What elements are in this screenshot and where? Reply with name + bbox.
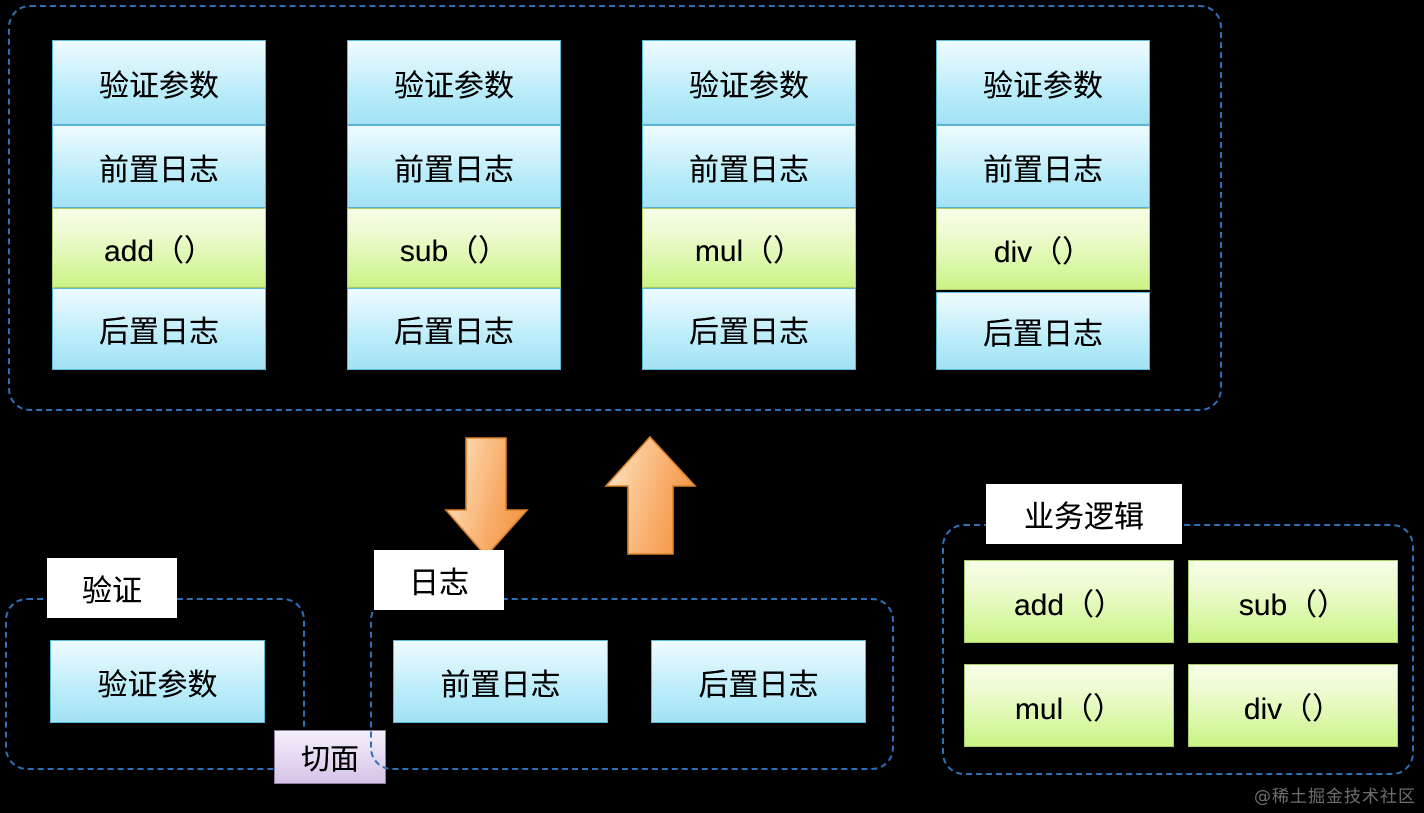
weave-cell-c2-r4: 后置日志: [347, 288, 561, 370]
weave-cell-c3-r4: 后置日志: [642, 288, 856, 370]
weave-cell-c4-r2: 前置日志: [936, 125, 1150, 208]
weave-cell-c4-r4: 后置日志: [936, 292, 1150, 370]
business-item-3: div（）: [1188, 664, 1398, 747]
weave-cell-c4-r3: div（）: [936, 208, 1150, 290]
weave-cell-c2-r2: 前置日志: [347, 125, 561, 208]
weave-cell-c2-r1: 验证参数: [347, 40, 561, 125]
log-item-1: 后置日志: [651, 640, 866, 723]
weave-cell-c4-r1: 验证参数: [936, 40, 1150, 125]
log-group: [370, 598, 894, 770]
validate-group-label: 验证: [47, 558, 177, 618]
validate-item-0: 验证参数: [50, 640, 265, 723]
business-item-2: mul（）: [964, 664, 1174, 747]
log-item-0: 前置日志: [393, 640, 608, 723]
weave-cell-c3-r1: 验证参数: [642, 40, 856, 125]
woven-methods-container: [8, 5, 1222, 411]
weave-down-arrow: [444, 437, 529, 558]
weave-cell-c2-r3: sub（）: [347, 208, 561, 288]
weave-cell-c1-r2: 前置日志: [52, 125, 266, 208]
business-group-label: 业务逻辑: [986, 484, 1182, 544]
weave-cell-c1-r3: add（）: [52, 208, 266, 288]
watermark: @稀土掘金技术社区: [1254, 787, 1416, 807]
log-group-label: 日志: [374, 550, 504, 610]
weave-cell-c3-r2: 前置日志: [642, 125, 856, 208]
aspect-badge: 切面: [274, 730, 386, 784]
weave-cell-c1-r4: 后置日志: [52, 288, 266, 370]
business-item-1: sub（）: [1188, 560, 1398, 643]
weave-cell-c3-r3: mul（）: [642, 208, 856, 288]
business-item-0: add（）: [964, 560, 1174, 643]
weave-cell-c1-r1: 验证参数: [52, 40, 266, 125]
weave-up-arrow: [604, 435, 697, 555]
